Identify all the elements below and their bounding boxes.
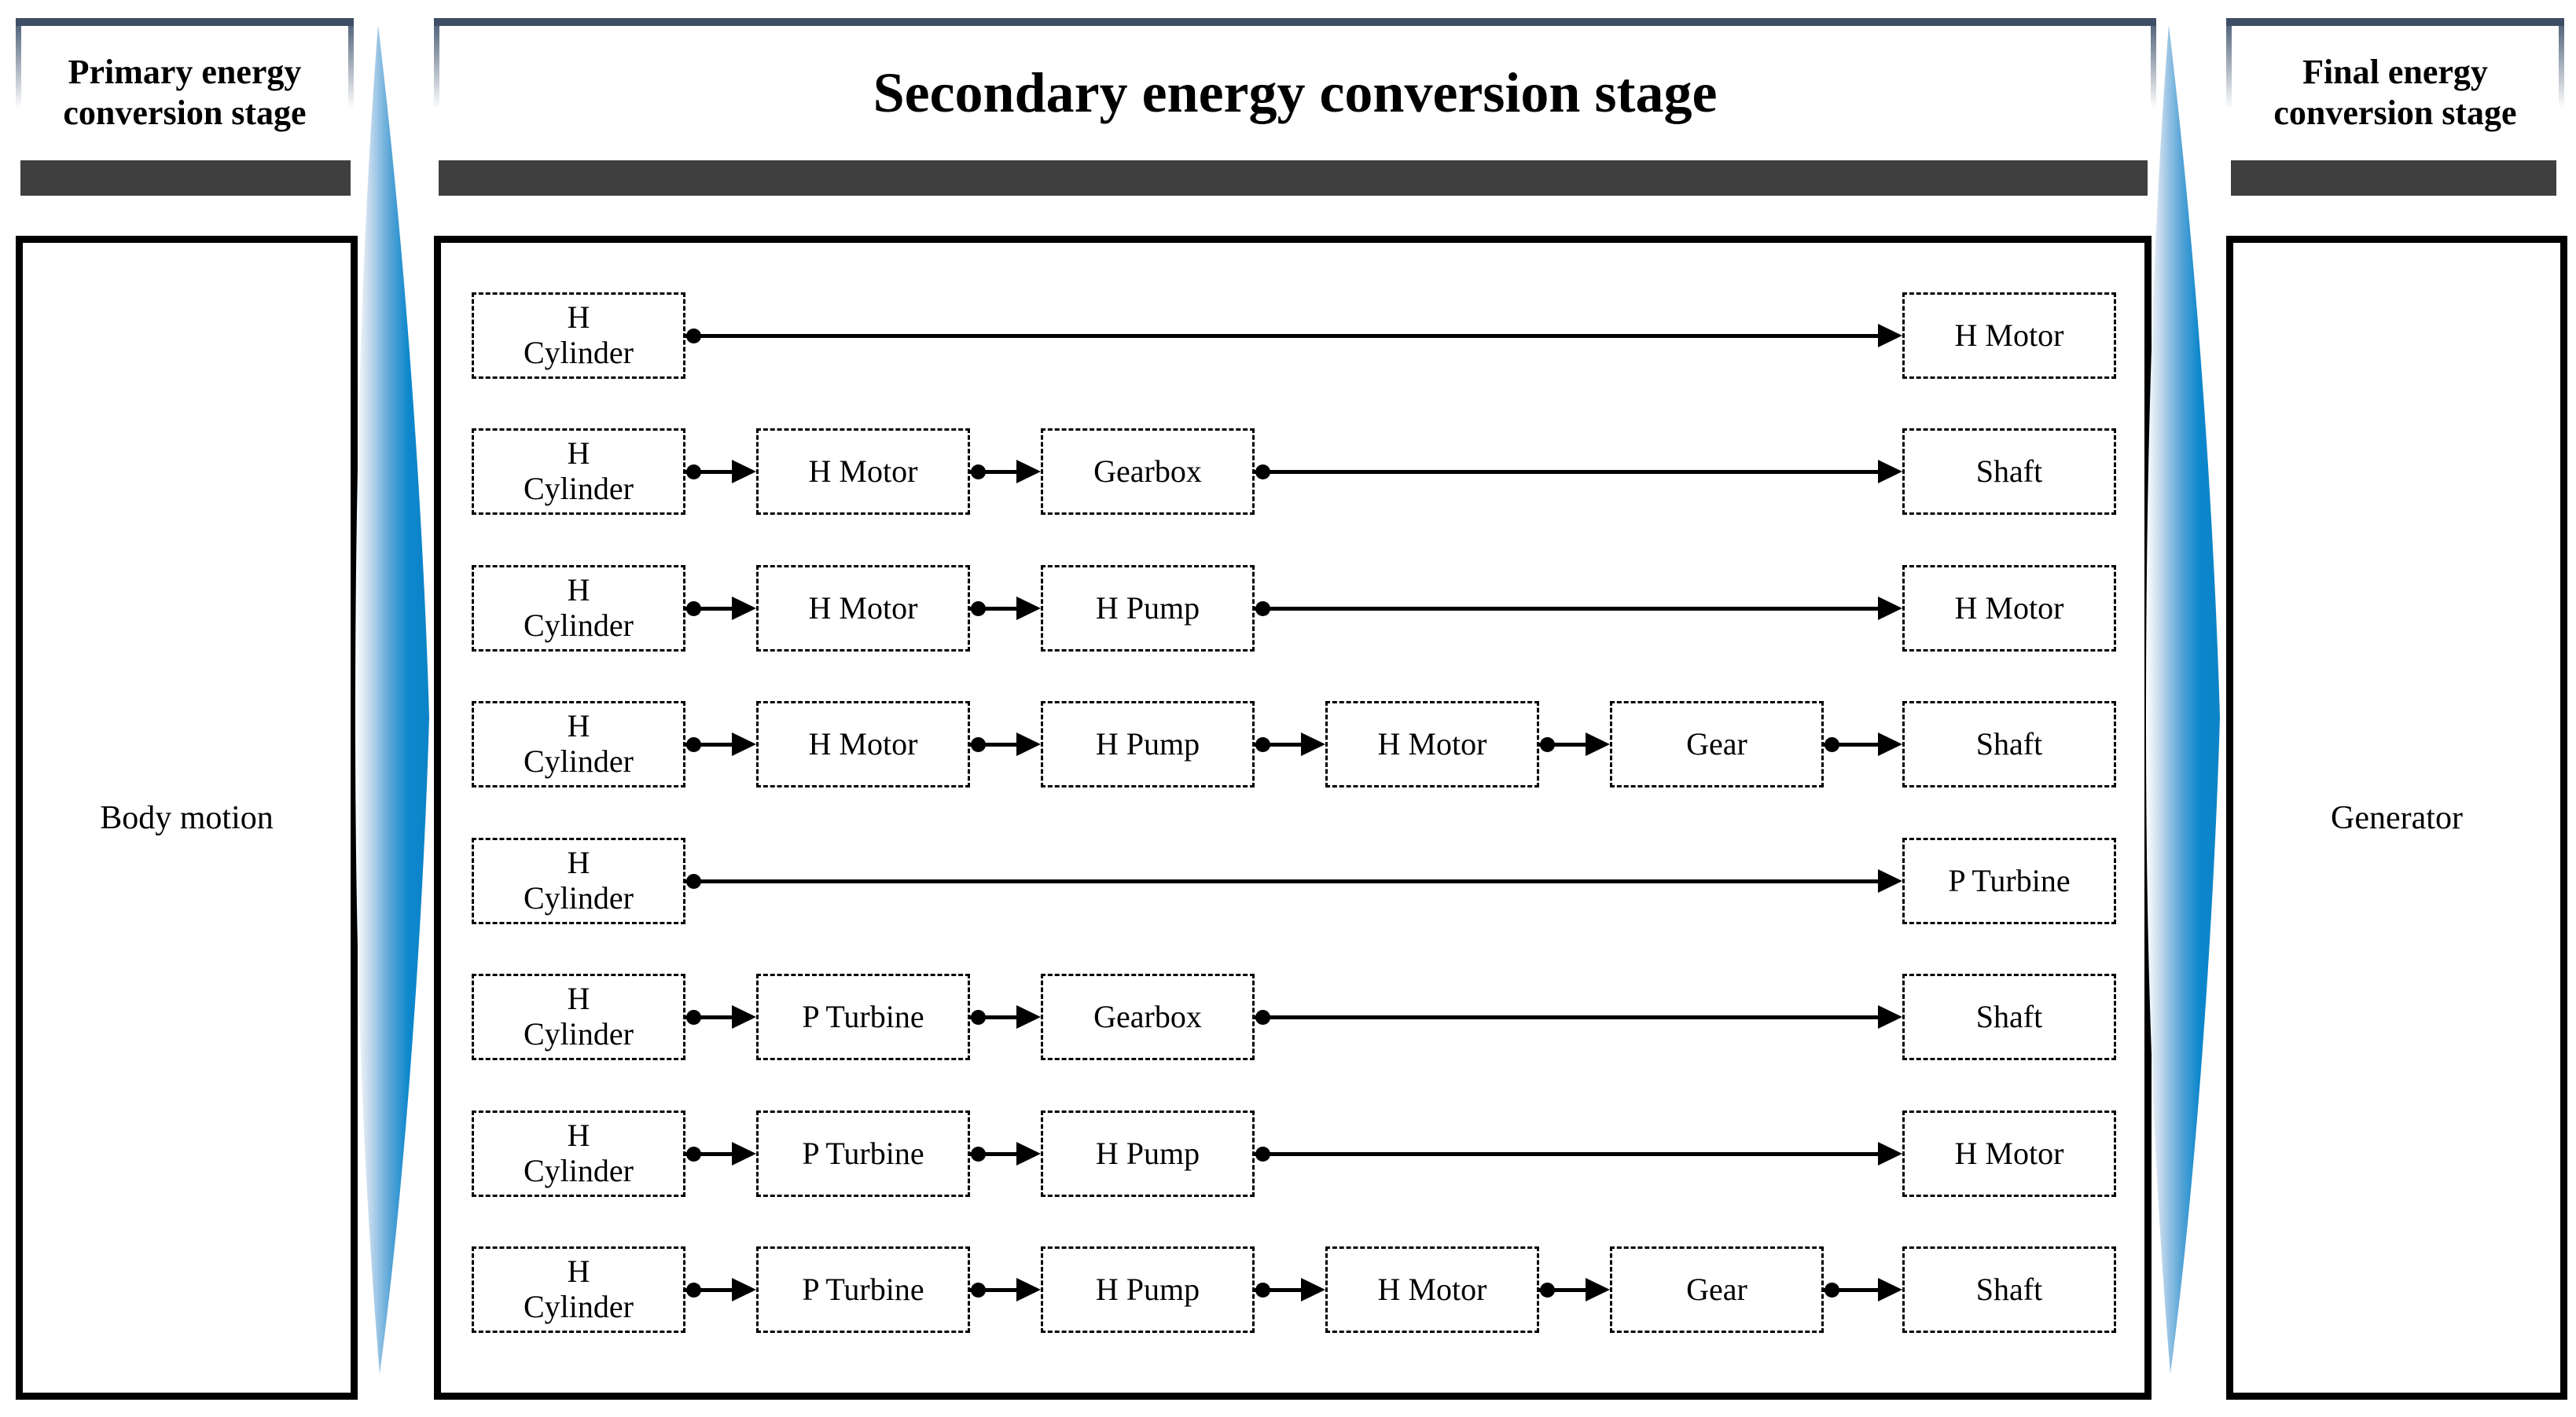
flow-box: H Pump	[1041, 565, 1255, 652]
connector-line	[970, 1151, 1018, 1156]
flow-box: H Motor	[1902, 1110, 2116, 1197]
connector-arrowhead-icon	[1878, 869, 1902, 893]
connector-arrowhead-icon	[1016, 1142, 1041, 1166]
connector-arrowhead-icon	[1878, 324, 1902, 347]
flow-box: H Cylinder	[472, 292, 685, 379]
primary-stage-header-label: Primary energy conversion stage	[63, 53, 307, 132]
secondary-stage-title: Secondary energy conversion stage	[873, 61, 1718, 124]
flow-box: H Motor	[1902, 565, 2116, 652]
connector-arrowhead-icon	[732, 1005, 756, 1029]
connector-line	[685, 606, 733, 611]
connector-line	[1539, 742, 1587, 747]
flow-box: H Motor	[756, 701, 970, 787]
flow-box: P Turbine	[756, 974, 970, 1060]
connector-line	[1824, 742, 1880, 747]
flow-box: H Cylinder	[472, 838, 685, 924]
flow-box: P Turbine	[756, 1246, 970, 1333]
connector-line	[1255, 1015, 1880, 1019]
flow-box: Shaft	[1902, 974, 2116, 1060]
connector-line	[685, 1015, 733, 1019]
final-stage-panel: Generator	[2226, 236, 2567, 1400]
secondary-header-bar	[439, 160, 2148, 196]
primary-stage-header-box: Primary energy conversion stage	[16, 18, 354, 160]
flow-box: H Pump	[1041, 1110, 1255, 1197]
primary-stage-body-label: Body motion	[100, 799, 274, 836]
flow-box: Gearbox	[1041, 974, 1255, 1060]
connector-arrowhead-icon	[1016, 597, 1041, 620]
connector-arrowhead-icon	[1878, 460, 1902, 483]
connector-arrowhead-icon	[1301, 1278, 1325, 1301]
flow-box: P Turbine	[1902, 838, 2116, 924]
connector-line	[685, 742, 733, 747]
flow-box: Gearbox	[1041, 428, 1255, 515]
connector-line	[970, 1015, 1018, 1019]
connector-line	[685, 333, 1880, 338]
connector-arrowhead-icon	[732, 1142, 756, 1166]
connector-line	[1255, 1287, 1303, 1292]
flow-box: Shaft	[1902, 1246, 2116, 1333]
connector-arrowhead-icon	[1016, 1278, 1041, 1301]
flow-box: H Motor	[1325, 701, 1539, 787]
connector-line	[1539, 1287, 1587, 1292]
connector-arrowhead-icon	[1586, 732, 1610, 756]
flow-box: H Cylinder	[472, 974, 685, 1060]
connector-line	[970, 606, 1018, 611]
flow-box: H Pump	[1041, 701, 1255, 787]
connector-arrowhead-icon	[732, 1278, 756, 1301]
flow-box: H Motor	[1902, 292, 2116, 379]
connector-arrowhead-icon	[1878, 1005, 1902, 1029]
flow-box: H Cylinder	[472, 1110, 685, 1197]
flow-box: H Cylinder	[472, 428, 685, 515]
final-stage-header-label: Final energy conversion stage	[2273, 53, 2517, 132]
flow-box: H Cylinder	[472, 565, 685, 652]
flow-box: H Motor	[756, 565, 970, 652]
flow-box: P Turbine	[756, 1110, 970, 1197]
connector-arrowhead-icon	[1878, 1278, 1902, 1301]
connector-arrowhead-icon	[1878, 597, 1902, 620]
final-header-bar	[2231, 160, 2556, 196]
connector-arrowhead-icon	[732, 732, 756, 756]
flow-box: H Cylinder	[472, 701, 685, 787]
primary-header-bar	[20, 160, 351, 196]
connector-line	[1255, 742, 1303, 747]
connector-line	[1255, 469, 1880, 474]
connector-line	[685, 879, 1880, 883]
connector-arrowhead-icon	[732, 597, 756, 620]
flow-box: Shaft	[1902, 701, 2116, 787]
connector-line	[970, 469, 1018, 474]
connector-line	[685, 1287, 733, 1292]
flow-box: Shaft	[1902, 428, 2116, 515]
connector-line	[970, 742, 1018, 747]
connector-arrowhead-icon	[1586, 1278, 1610, 1301]
connector-arrowhead-icon	[1016, 732, 1041, 756]
connector-arrowhead-icon	[732, 460, 756, 483]
connector-line	[685, 1151, 733, 1156]
connector-line	[1824, 1287, 1880, 1292]
connector-line	[970, 1287, 1018, 1292]
connector-arrowhead-icon	[1016, 1005, 1041, 1029]
final-stage-body-label: Generator	[2331, 799, 2463, 836]
flow-box: H Cylinder	[472, 1246, 685, 1333]
flow-box: H Motor	[1325, 1246, 1539, 1333]
flow-box: H Motor	[756, 428, 970, 515]
final-stage-header-box: Final energy conversion stage	[2226, 18, 2564, 160]
connector-line	[1255, 606, 1880, 611]
connector-arrowhead-icon	[1878, 1142, 1902, 1166]
flow-box: Gear	[1610, 1246, 1824, 1333]
connector-line	[685, 469, 733, 474]
connector-arrowhead-icon	[1878, 732, 1902, 756]
connector-arrowhead-icon	[1301, 732, 1325, 756]
connector-line	[1255, 1151, 1880, 1156]
connector-arrowhead-icon	[1016, 460, 1041, 483]
flow-box: H Pump	[1041, 1246, 1255, 1333]
flow-box: Gear	[1610, 701, 1824, 787]
primary-stage-panel: Body motion	[16, 236, 358, 1400]
